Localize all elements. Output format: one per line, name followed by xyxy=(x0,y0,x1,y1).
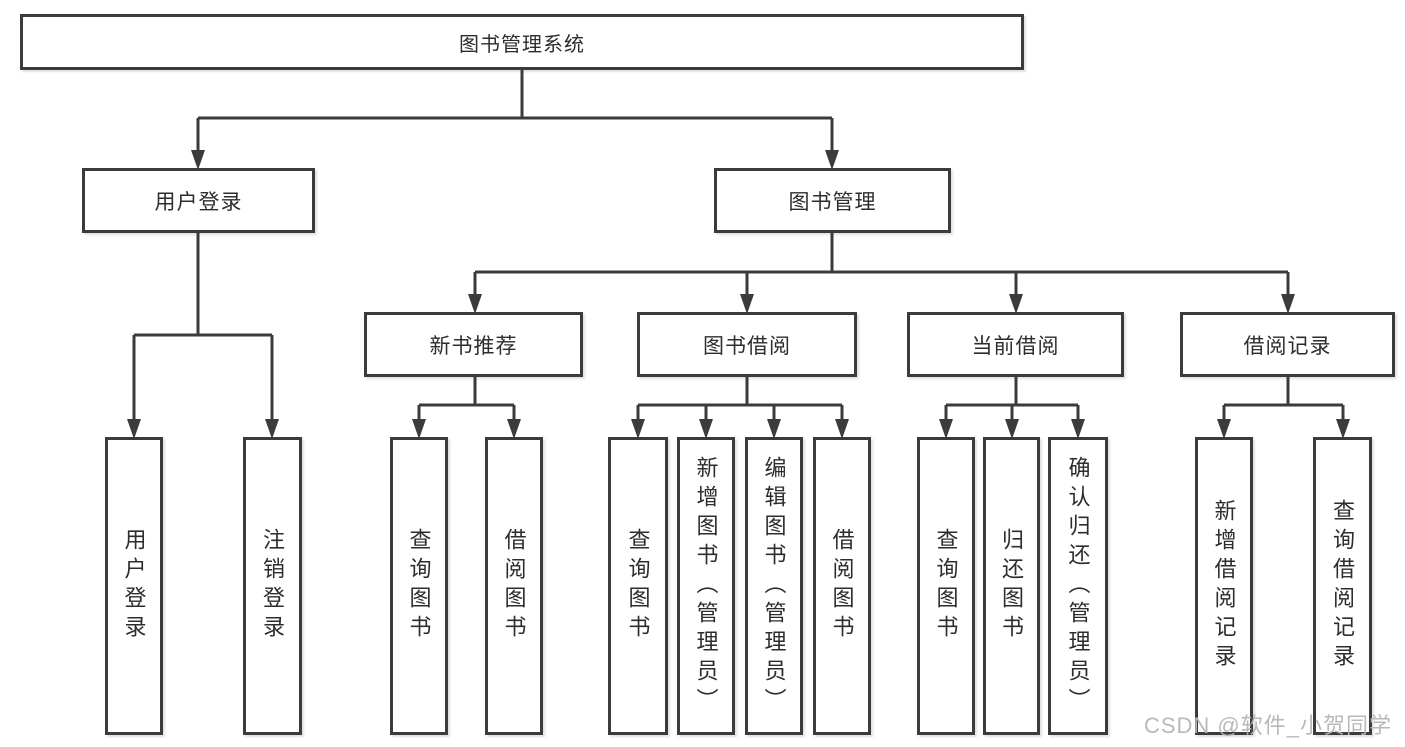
arrow-down-icon xyxy=(191,150,205,170)
node-label: 借阅图书 xyxy=(829,528,855,644)
node-label: 查询图书 xyxy=(933,528,959,644)
node-leaf-add-borrow-record: 新增借阅记录 xyxy=(1195,437,1253,735)
csdn-watermark: CSDN @软件_小贺同学 xyxy=(1143,713,1392,738)
node-leaf-add-book-admin: 新增图书（管理员） xyxy=(677,437,735,735)
node-label: 用户登录 xyxy=(154,190,243,214)
node-leaf-query-books-recommend: 查询图书 xyxy=(390,437,448,735)
arrow-down-icon xyxy=(740,294,754,314)
node-label: 当前借阅 xyxy=(971,334,1060,358)
node-label: 归还图书 xyxy=(999,528,1025,644)
node-label: 新增图书（管理员） xyxy=(693,455,719,717)
node-leaf-borrow-books-recommend: 借阅图书 xyxy=(485,437,543,735)
arrow-down-icon xyxy=(825,150,839,170)
node-leaf-borrow-books-borrow: 借阅图书 xyxy=(813,437,871,735)
node-leaf-user-login: 用户登录 xyxy=(105,437,163,735)
node-label: 新增借阅记录 xyxy=(1211,499,1237,673)
arrow-down-icon xyxy=(1005,419,1019,439)
arrow-down-icon xyxy=(767,419,781,439)
node-leaf-logout: 注销登录 xyxy=(243,437,302,735)
arrow-down-icon xyxy=(1336,419,1350,439)
connector-borrow-records xyxy=(1217,377,1350,439)
arrow-down-icon xyxy=(1009,294,1023,314)
node-leaf-query-books-current: 查询图书 xyxy=(917,437,975,735)
node-label: 借阅图书 xyxy=(501,528,527,644)
node-label: 查询图书 xyxy=(625,528,651,644)
node-borrow-records: 借阅记录 xyxy=(1180,312,1395,377)
node-new-book-recommend: 新书推荐 xyxy=(364,312,583,377)
arrow-down-icon xyxy=(699,419,713,439)
node-user-login-group: 用户登录 xyxy=(82,168,315,233)
node-label: 查询借阅记录 xyxy=(1330,499,1356,673)
node-label: 借阅记录 xyxy=(1243,334,1332,358)
node-label: 新书推荐 xyxy=(429,334,518,358)
arrow-down-icon xyxy=(939,419,953,439)
connector-new-book-recommend xyxy=(412,377,521,439)
arrow-down-icon xyxy=(265,419,279,439)
node-leaf-return-books: 归还图书 xyxy=(983,437,1040,735)
node-label: 注销登录 xyxy=(260,528,286,644)
arrow-down-icon xyxy=(127,419,141,439)
node-book-borrow: 图书借阅 xyxy=(637,312,857,377)
connector-root xyxy=(191,69,839,170)
arrow-down-icon xyxy=(468,294,482,314)
node-leaf-query-books-borrow: 查询图书 xyxy=(608,437,668,735)
node-label: 编辑图书（管理员） xyxy=(761,455,787,717)
arrow-down-icon xyxy=(507,419,521,439)
connector-book-management xyxy=(468,233,1295,314)
arrow-down-icon xyxy=(1281,294,1295,314)
node-label: 用户登录 xyxy=(121,528,147,644)
node-book-management: 图书管理 xyxy=(714,168,951,233)
connector-book-borrow xyxy=(631,377,849,439)
node-label: 图书管理 xyxy=(788,190,877,214)
arrow-down-icon xyxy=(631,419,645,439)
arrow-down-icon xyxy=(1071,419,1085,439)
arrow-down-icon xyxy=(1217,419,1231,439)
node-label: 确认归还（管理员） xyxy=(1065,455,1091,717)
node-label: 图书借阅 xyxy=(703,334,791,358)
arrow-down-icon xyxy=(835,419,849,439)
node-library-system: 图书管理系统 xyxy=(20,14,1024,70)
node-leaf-confirm-return-admin: 确认归还（管理员） xyxy=(1048,437,1108,735)
connector-user-login xyxy=(127,233,279,439)
arrow-down-icon xyxy=(412,419,426,439)
node-leaf-edit-book-admin: 编辑图书（管理员） xyxy=(745,437,803,735)
node-label: 图书管理系统 xyxy=(459,33,585,56)
node-current-borrow: 当前借阅 xyxy=(907,312,1124,377)
node-label: 查询图书 xyxy=(406,528,432,644)
connector-current-borrow xyxy=(939,377,1085,439)
node-leaf-query-borrow-record: 查询借阅记录 xyxy=(1313,437,1372,735)
